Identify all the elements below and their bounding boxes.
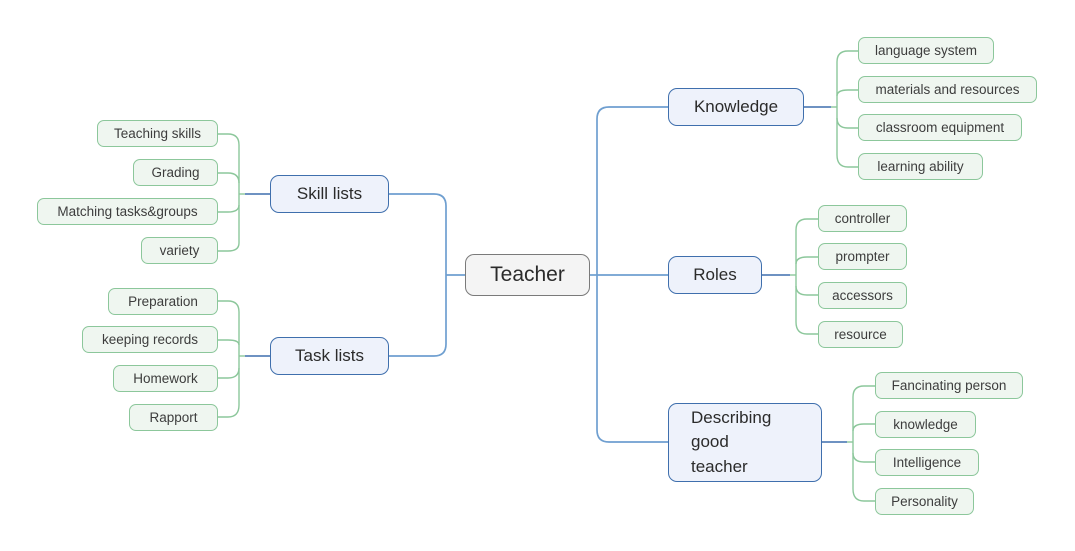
leaf-node-label: Homework <box>133 371 198 386</box>
leaf-node-resource[interactable]: resource <box>818 321 903 348</box>
leaf-node-label: Fancinating person <box>891 378 1007 393</box>
link-matching-tasks-groups <box>218 204 240 213</box>
leaf-node-preparation[interactable]: Preparation <box>108 288 218 315</box>
branch-node-label: Roles <box>693 265 737 284</box>
leaf-node-label: Intelligence <box>892 455 962 470</box>
leaf-node-knowledge[interactable]: knowledge <box>875 411 976 438</box>
branch-node-task-lists[interactable]: Task lists <box>270 337 389 375</box>
root-node-label: Teacher <box>490 263 565 286</box>
root-node-teacher[interactable]: Teacher <box>465 254 590 296</box>
leaf-node-controller[interactable]: controller <box>818 205 907 232</box>
leaf-node-materials-and-resources[interactable]: materials and resources <box>858 76 1037 103</box>
leaf-node-label: Preparation <box>128 294 198 309</box>
leaf-node-label: Matching tasks&groups <box>57 204 198 219</box>
link-classroom-equipment <box>836 117 858 129</box>
link-fancinating-person <box>852 385 875 398</box>
link-homework <box>218 367 240 379</box>
leaf-node-label: prompter <box>835 249 890 264</box>
leaf-node-label: resource <box>834 327 887 342</box>
leaf-node-grading[interactable]: Grading <box>133 159 218 186</box>
link-knowledge-leaf <box>852 423 875 432</box>
leaf-node-language-system[interactable]: language system <box>858 37 994 64</box>
leaf-node-matching-tasks-groups[interactable]: Matching tasks&groups <box>37 198 218 225</box>
leaf-node-learning-ability[interactable]: learning ability <box>858 153 983 180</box>
trunk-right-to-describing <box>596 275 668 443</box>
leaf-node-homework[interactable]: Homework <box>113 365 218 392</box>
leaf-node-prompter[interactable]: prompter <box>818 243 907 270</box>
links-task-lists-leaves <box>218 300 245 418</box>
trunk-left-to-task-lists <box>389 275 447 357</box>
leaf-node-fancinating-person[interactable]: Fancinating person <box>875 372 1023 399</box>
leaf-node-variety[interactable]: variety <box>141 237 218 264</box>
leaf-node-rapport[interactable]: Rapport <box>129 404 218 431</box>
link-preparation <box>218 300 240 313</box>
branch-node-skill-lists[interactable]: Skill lists <box>270 175 389 213</box>
links-describing-leaves <box>847 385 875 502</box>
leaf-node-classroom-equipment[interactable]: classroom equipment <box>858 114 1022 141</box>
leaf-node-label: Rapport <box>149 410 198 425</box>
leaf-node-label: knowledge <box>893 417 958 432</box>
link-learning-ability <box>836 154 858 168</box>
branch-node-label: Knowledge <box>693 97 779 116</box>
leaf-node-label: Grading <box>151 165 200 180</box>
leaf-node-label: classroom equipment <box>875 120 1005 135</box>
link-materials-and-resources <box>836 89 858 97</box>
links-roles-leaves <box>790 218 818 335</box>
trunk-right <box>590 106 668 443</box>
branch-node-label: Task lists <box>295 346 364 365</box>
branch-node-label: Skill lists <box>296 184 363 203</box>
leaf-node-label: materials and resources <box>875 82 1020 97</box>
leaf-node-teaching-skills[interactable]: Teaching skills <box>97 120 218 147</box>
trunk-left <box>389 193 465 357</box>
leaf-node-intelligence[interactable]: Intelligence <box>875 449 979 476</box>
leaf-node-label: Teaching skills <box>113 126 202 141</box>
leaf-node-label: learning ability <box>877 159 964 174</box>
branch-node-label: Describing good teacher <box>691 407 772 476</box>
branch-node-knowledge[interactable]: Knowledge <box>668 88 804 126</box>
branch-node-describing-good-teacher[interactable]: Describing good teacher <box>668 403 822 482</box>
link-resource <box>795 321 818 335</box>
branch-node-roles[interactable]: Roles <box>668 256 762 294</box>
leaf-node-accessors[interactable]: accessors <box>818 282 907 309</box>
link-teaching-skills <box>218 133 240 146</box>
links-skill-lists-leaves <box>218 133 245 252</box>
link-rapport <box>218 404 240 418</box>
leaf-node-label: language system <box>874 43 978 58</box>
link-prompter <box>795 256 818 265</box>
leaf-node-label: Personality <box>891 494 958 509</box>
link-language-system <box>836 50 858 63</box>
leaf-node-label: accessors <box>832 288 893 303</box>
link-accessors <box>795 285 818 296</box>
link-controller <box>795 218 818 231</box>
link-grading <box>218 172 240 184</box>
link-intelligence <box>852 452 875 463</box>
leaf-node-keeping-records[interactable]: keeping records <box>82 326 218 353</box>
link-keeping-records <box>218 339 240 346</box>
leaf-node-label: controller <box>834 211 891 226</box>
trunk-left-to-skill-lists <box>389 193 447 275</box>
link-variety <box>218 242 240 252</box>
leaf-node-label: keeping records <box>101 332 199 347</box>
links-knowledge-leaves <box>831 50 858 168</box>
leaf-node-label: variety <box>159 243 200 258</box>
link-personality <box>852 488 875 502</box>
leaf-node-personality[interactable]: Personality <box>875 488 974 515</box>
trunk-right-to-knowledge <box>596 106 668 275</box>
